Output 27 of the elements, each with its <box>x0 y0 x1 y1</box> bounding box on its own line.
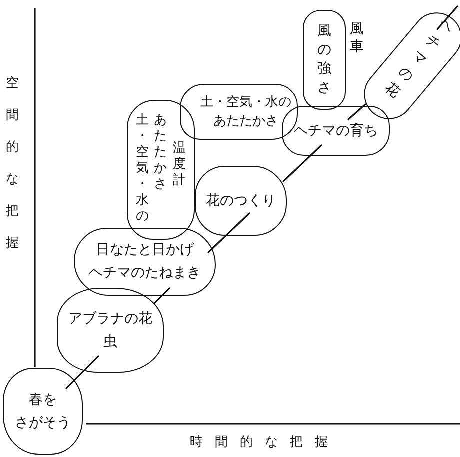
topic-text: 日なたと日かげ <box>96 241 194 260</box>
connector-line <box>436 5 459 30</box>
topic-bubble <box>282 106 390 156</box>
topic-text: アブラナの花 <box>68 310 152 328</box>
topic-text: 温度計 <box>173 141 186 189</box>
connector-line <box>347 103 367 121</box>
topic-text: さがそう <box>15 414 71 432</box>
topic-text: 春を <box>29 390 57 410</box>
connector-line <box>207 212 251 254</box>
topic-text: ヘチマの育ち <box>294 122 378 140</box>
side-note: 風車 <box>350 20 364 56</box>
topic-text: 花のつくり <box>206 192 276 210</box>
topic-bubble <box>57 288 164 373</box>
topic-bubble <box>127 100 195 240</box>
topic-bubble <box>3 368 83 455</box>
topic-bubble <box>74 228 216 296</box>
connector-line <box>282 144 323 183</box>
axis-label: 時間的な把握 <box>190 434 340 451</box>
topic-text: 土・空気・水のあたたかさ <box>200 94 292 131</box>
axis-label: 空間的な把握 <box>6 75 19 253</box>
topic-text: 風の強さ <box>318 22 332 98</box>
topic-bubble <box>303 10 346 110</box>
connector-line <box>153 287 171 305</box>
topic-text: ヘチマのたねまき <box>89 264 201 283</box>
topic-text: 土・空気・水のあたたかさ <box>136 113 167 225</box>
topic-bubble <box>195 166 287 236</box>
topic-text: 虫 <box>104 332 118 352</box>
